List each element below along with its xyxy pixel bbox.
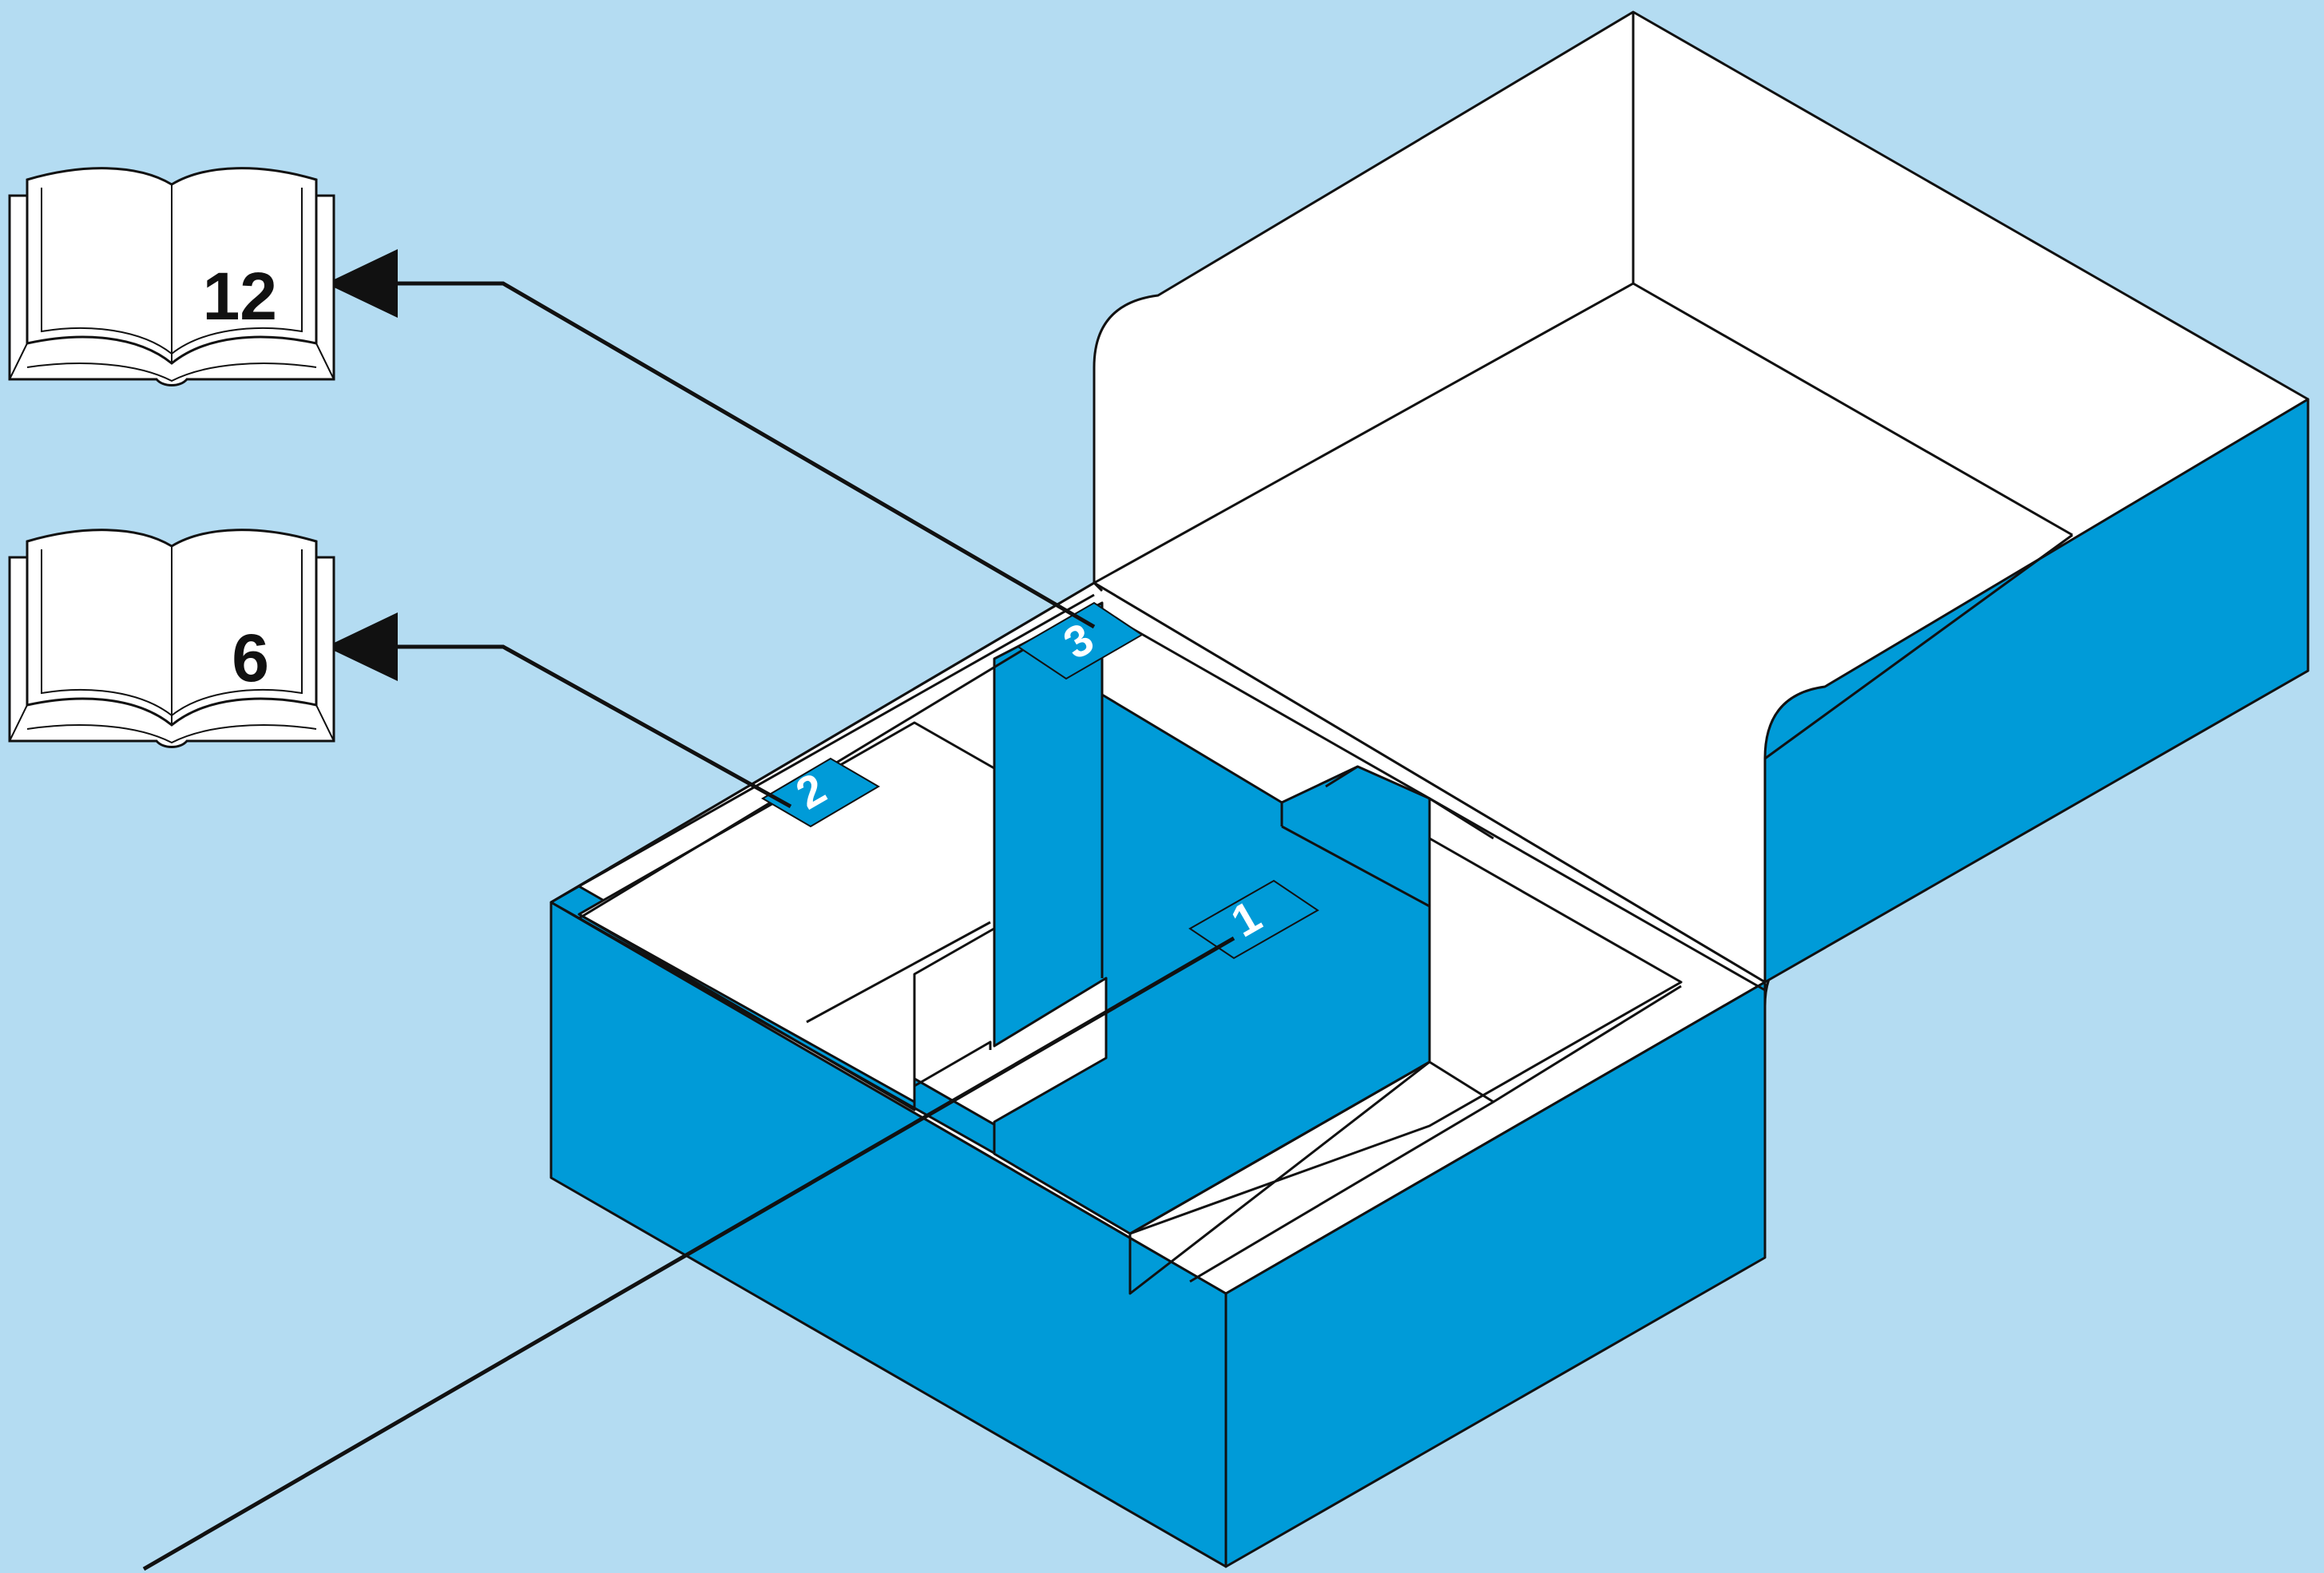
open-book-icon [8, 167, 335, 386]
compartment-tag-1: 1 [1188, 879, 1319, 960]
leader-lines [142, 281, 1235, 1571]
arrowheads [326, 249, 398, 681]
compartment-tag-3: 3 [1017, 601, 1144, 680]
book-reference-6: 6 [8, 529, 335, 748]
arrowhead-6 [326, 612, 398, 681]
leader-line-3 [395, 281, 1096, 629]
leader-line-1 [142, 936, 1235, 1571]
leader-line-2 [395, 644, 792, 809]
page-number-12: 12 [203, 259, 277, 334]
box-front-right-wall [1224, 981, 1767, 1568]
compartment-tag-2: 2 [761, 757, 880, 828]
box [549, 10, 2310, 1568]
arrowhead-12 [326, 249, 398, 318]
book-reference-12: 12 [8, 167, 335, 386]
open-book-icon [8, 529, 335, 748]
page-number-6: 6 [232, 620, 269, 695]
